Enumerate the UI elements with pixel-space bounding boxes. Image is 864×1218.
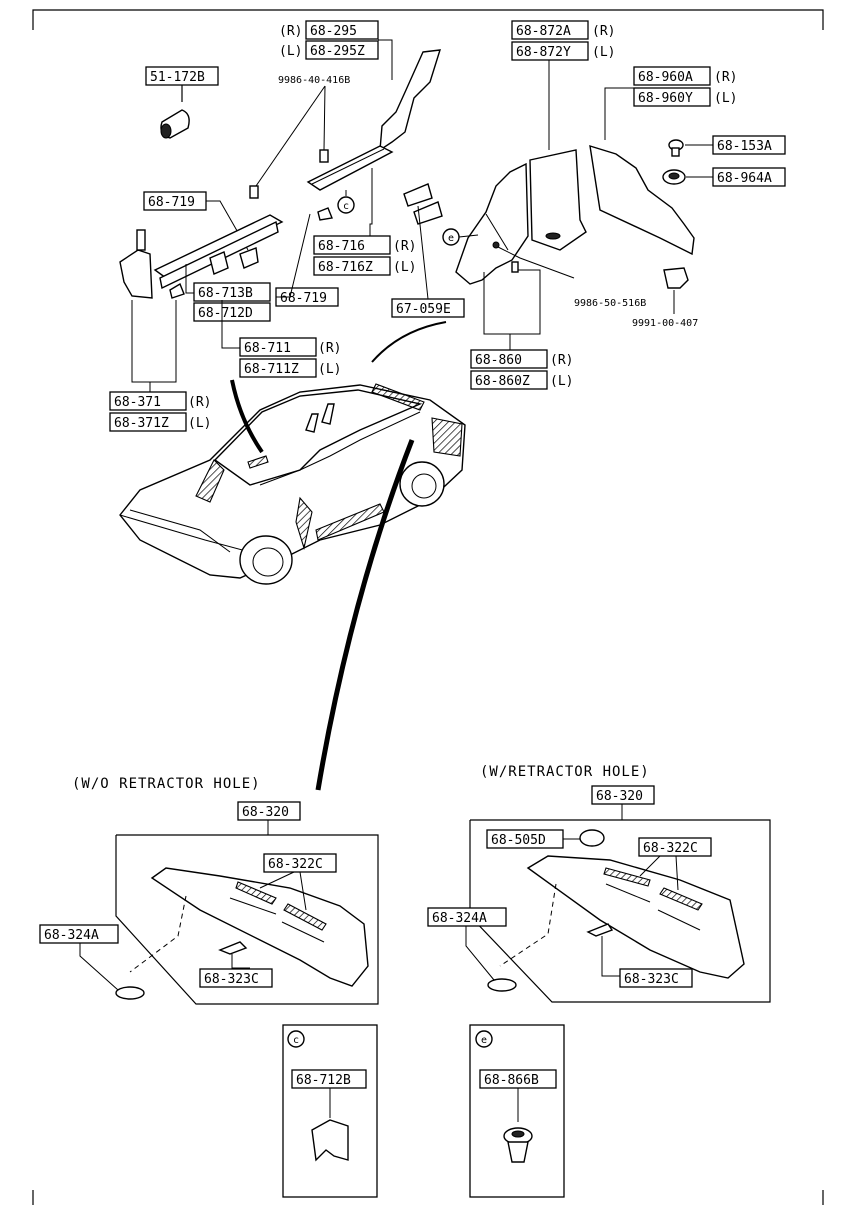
detail-e: e 68-866B: [469, 1024, 565, 1198]
label-parts-p68_872y: 68-872Y: [516, 45, 571, 60]
callout-c: c: [343, 201, 349, 212]
label-parts-p9986_40_416b: 9986-40-416B: [278, 75, 350, 86]
label-parts-p68_713b: 68-713B: [198, 286, 253, 301]
label-51-172B: 51-172B: [150, 70, 205, 85]
sill-plate-assembly: [119, 214, 284, 299]
label-parts-p68_964a: 68-964A: [717, 171, 772, 186]
label-parts-p68_719_a: 68-719: [148, 195, 195, 210]
label-parts-p68_960y: 68-960Y: [638, 91, 693, 106]
part-9986-50-516B: 9986-50-516B 9991-00-407: [574, 267, 698, 329]
label-side-l: (L): [188, 416, 211, 431]
label-parts-p68_711: 68-711: [244, 341, 291, 356]
callout-e: e: [448, 233, 454, 244]
label-side-l: (L): [393, 260, 416, 275]
label-callouts-e: e: [481, 1035, 487, 1046]
label-parts-p67_059e: 67-059E: [396, 302, 451, 317]
part-68-711: 68-711 (R) 68-711Z (L): [221, 300, 341, 378]
label-parts-p68_295: 68-295: [310, 24, 357, 39]
label-parts-p9991_00_407: 9991-00-407: [632, 318, 698, 329]
part-68-860: e 68-860 (R) 68-860Z (L): [442, 162, 575, 390]
label-parts-p68_860z: 68-860Z: [475, 374, 530, 389]
part-67-059E: 67-059E: [391, 183, 465, 318]
part-68-716: c 68-716 (R) 68-716Z (L): [313, 168, 416, 276]
label-side-l: (L): [279, 44, 302, 59]
part-68-719-upper: 68-719: [143, 191, 249, 251]
label-parts-p68_371z: 68-371Z: [114, 416, 169, 431]
label-parts-p68_712b: 68-712B: [296, 1073, 351, 1088]
page-frame: [32, 9, 824, 1205]
label-side-r: (R): [592, 24, 615, 39]
label-parts-p68_719_b: 68-719: [280, 291, 327, 306]
header-wo-retractor: (W/O RETRACTOR HOLE): [72, 776, 261, 792]
label-parts-p68_711z: 68-711Z: [244, 362, 299, 377]
part-68-713B: 68-713B 68-712D: [185, 264, 271, 322]
label-parts-p68_860: 68-860: [475, 353, 522, 368]
label-parts-p68_323c_b: 68-323C: [624, 972, 679, 987]
label-side-r: (R): [550, 353, 573, 368]
label-parts-p68_322c_a: 68-322C: [268, 857, 323, 872]
label-parts-p68_320_a: 68-320: [242, 805, 289, 820]
tray-with-retractor-hole: 68-320 68-505D 68-322C 68-323C 68-324A: [427, 785, 771, 1003]
part-51-172B: 51-172B: [145, 66, 219, 139]
label-side-r: (R): [279, 24, 302, 39]
label-side-l: (L): [318, 362, 341, 377]
part-68-872A: 68-872A (R) 68-872Y (L): [511, 20, 615, 251]
label-parts-p68_371: 68-371: [114, 395, 161, 410]
part-68-153A: 68-153A: [668, 135, 786, 157]
part-9986-40-416B: 9986-40-416B: [249, 75, 350, 199]
label-parts-p9986_50_516b: 9986-50-516B: [574, 298, 646, 309]
label-parts-p68_505d: 68-505D: [491, 833, 546, 848]
label-parts-p68_322c_b: 68-322C: [643, 841, 698, 856]
header-w-retractor: (W/RETRACTOR HOLE): [480, 764, 650, 780]
label-parts-p68_716: 68-716: [318, 239, 365, 254]
label-parts-p68_712d: 68-712D: [198, 306, 253, 321]
label-parts-p68_324a_b: 68-324A: [432, 911, 487, 926]
label-parts-p68_324a_a: 68-324A: [44, 928, 99, 943]
label-callouts-c: c: [293, 1035, 299, 1046]
label-side-r: (R): [393, 239, 416, 254]
label-parts-p68_716z: 68-716Z: [318, 260, 373, 275]
label-side-r: (R): [318, 341, 341, 356]
label-side-r: (R): [714, 70, 737, 85]
label-parts-p68_323c_a: 68-323C: [204, 972, 259, 987]
part-68-964A: 68-964A: [662, 167, 786, 187]
label-side-l: (L): [550, 374, 573, 389]
label-parts-p68_866b: 68-866B: [484, 1073, 539, 1088]
label-parts-p68_960a: 68-960A: [638, 70, 693, 85]
label-parts-p68_320_b: 68-320: [596, 789, 643, 804]
car-illustration: [119, 321, 466, 791]
detail-c: c 68-712B: [282, 1024, 378, 1198]
label-parts-p68_295z: 68-295Z: [310, 44, 365, 59]
tray-without-retractor-hole: 68-320 68-322C 68-323C 68-324A: [39, 801, 379, 1005]
label-side-l: (L): [592, 45, 615, 60]
label-side-r: (R): [188, 395, 211, 410]
part-68-719-lower: 68-719: [275, 213, 339, 307]
label-side-l: (L): [714, 91, 737, 106]
label-parts-p68_153a: 68-153A: [717, 139, 772, 154]
part-68-960A: 68-960A (R) 68-960Y (L): [589, 66, 737, 256]
label-parts-p68_872a: 68-872A: [516, 24, 571, 39]
part-68-295: (R) 68-295 (L) 68-295Z: [279, 20, 441, 191]
part-68-371: 68-371 (R) 68-371Z (L): [109, 300, 211, 432]
